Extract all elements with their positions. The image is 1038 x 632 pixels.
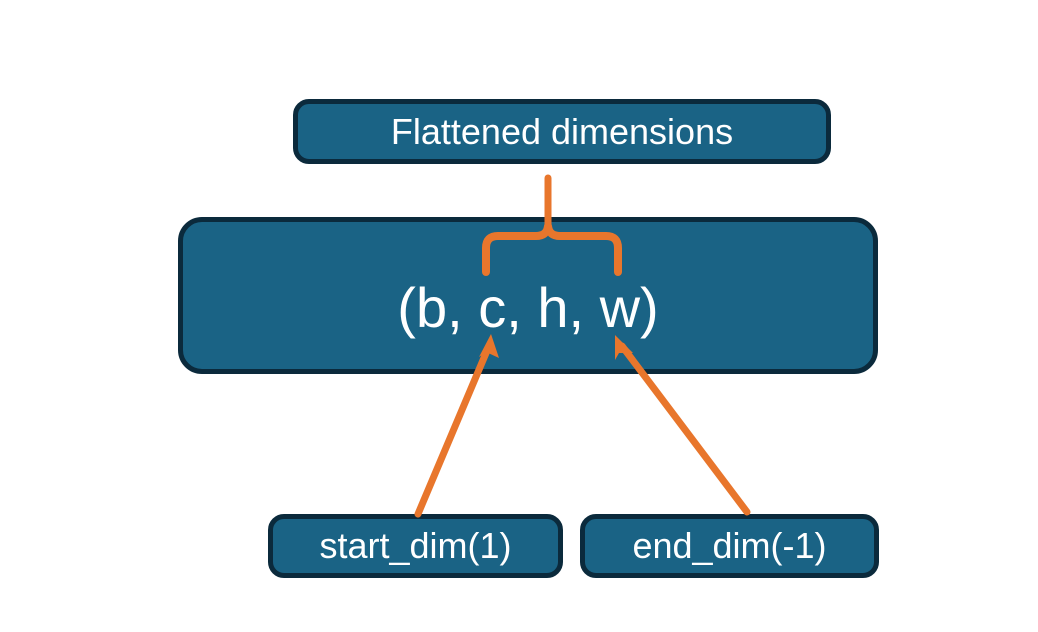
- end-dim-node[interactable]: end_dim(-1): [580, 514, 879, 578]
- flattened-dimensions-node[interactable]: Flattened dimensions: [293, 99, 831, 164]
- start-dim-node[interactable]: start_dim(1): [268, 514, 563, 578]
- start-dim-label: start_dim(1): [319, 525, 512, 566]
- tensor-shape-label: (b, c, h, w): [397, 275, 659, 339]
- flattened-dimensions-label: Flattened dimensions: [390, 110, 734, 152]
- end-dim-label: end_dim(-1): [632, 525, 827, 566]
- tensor-shape-node[interactable]: (b, c, h, w): [178, 217, 878, 374]
